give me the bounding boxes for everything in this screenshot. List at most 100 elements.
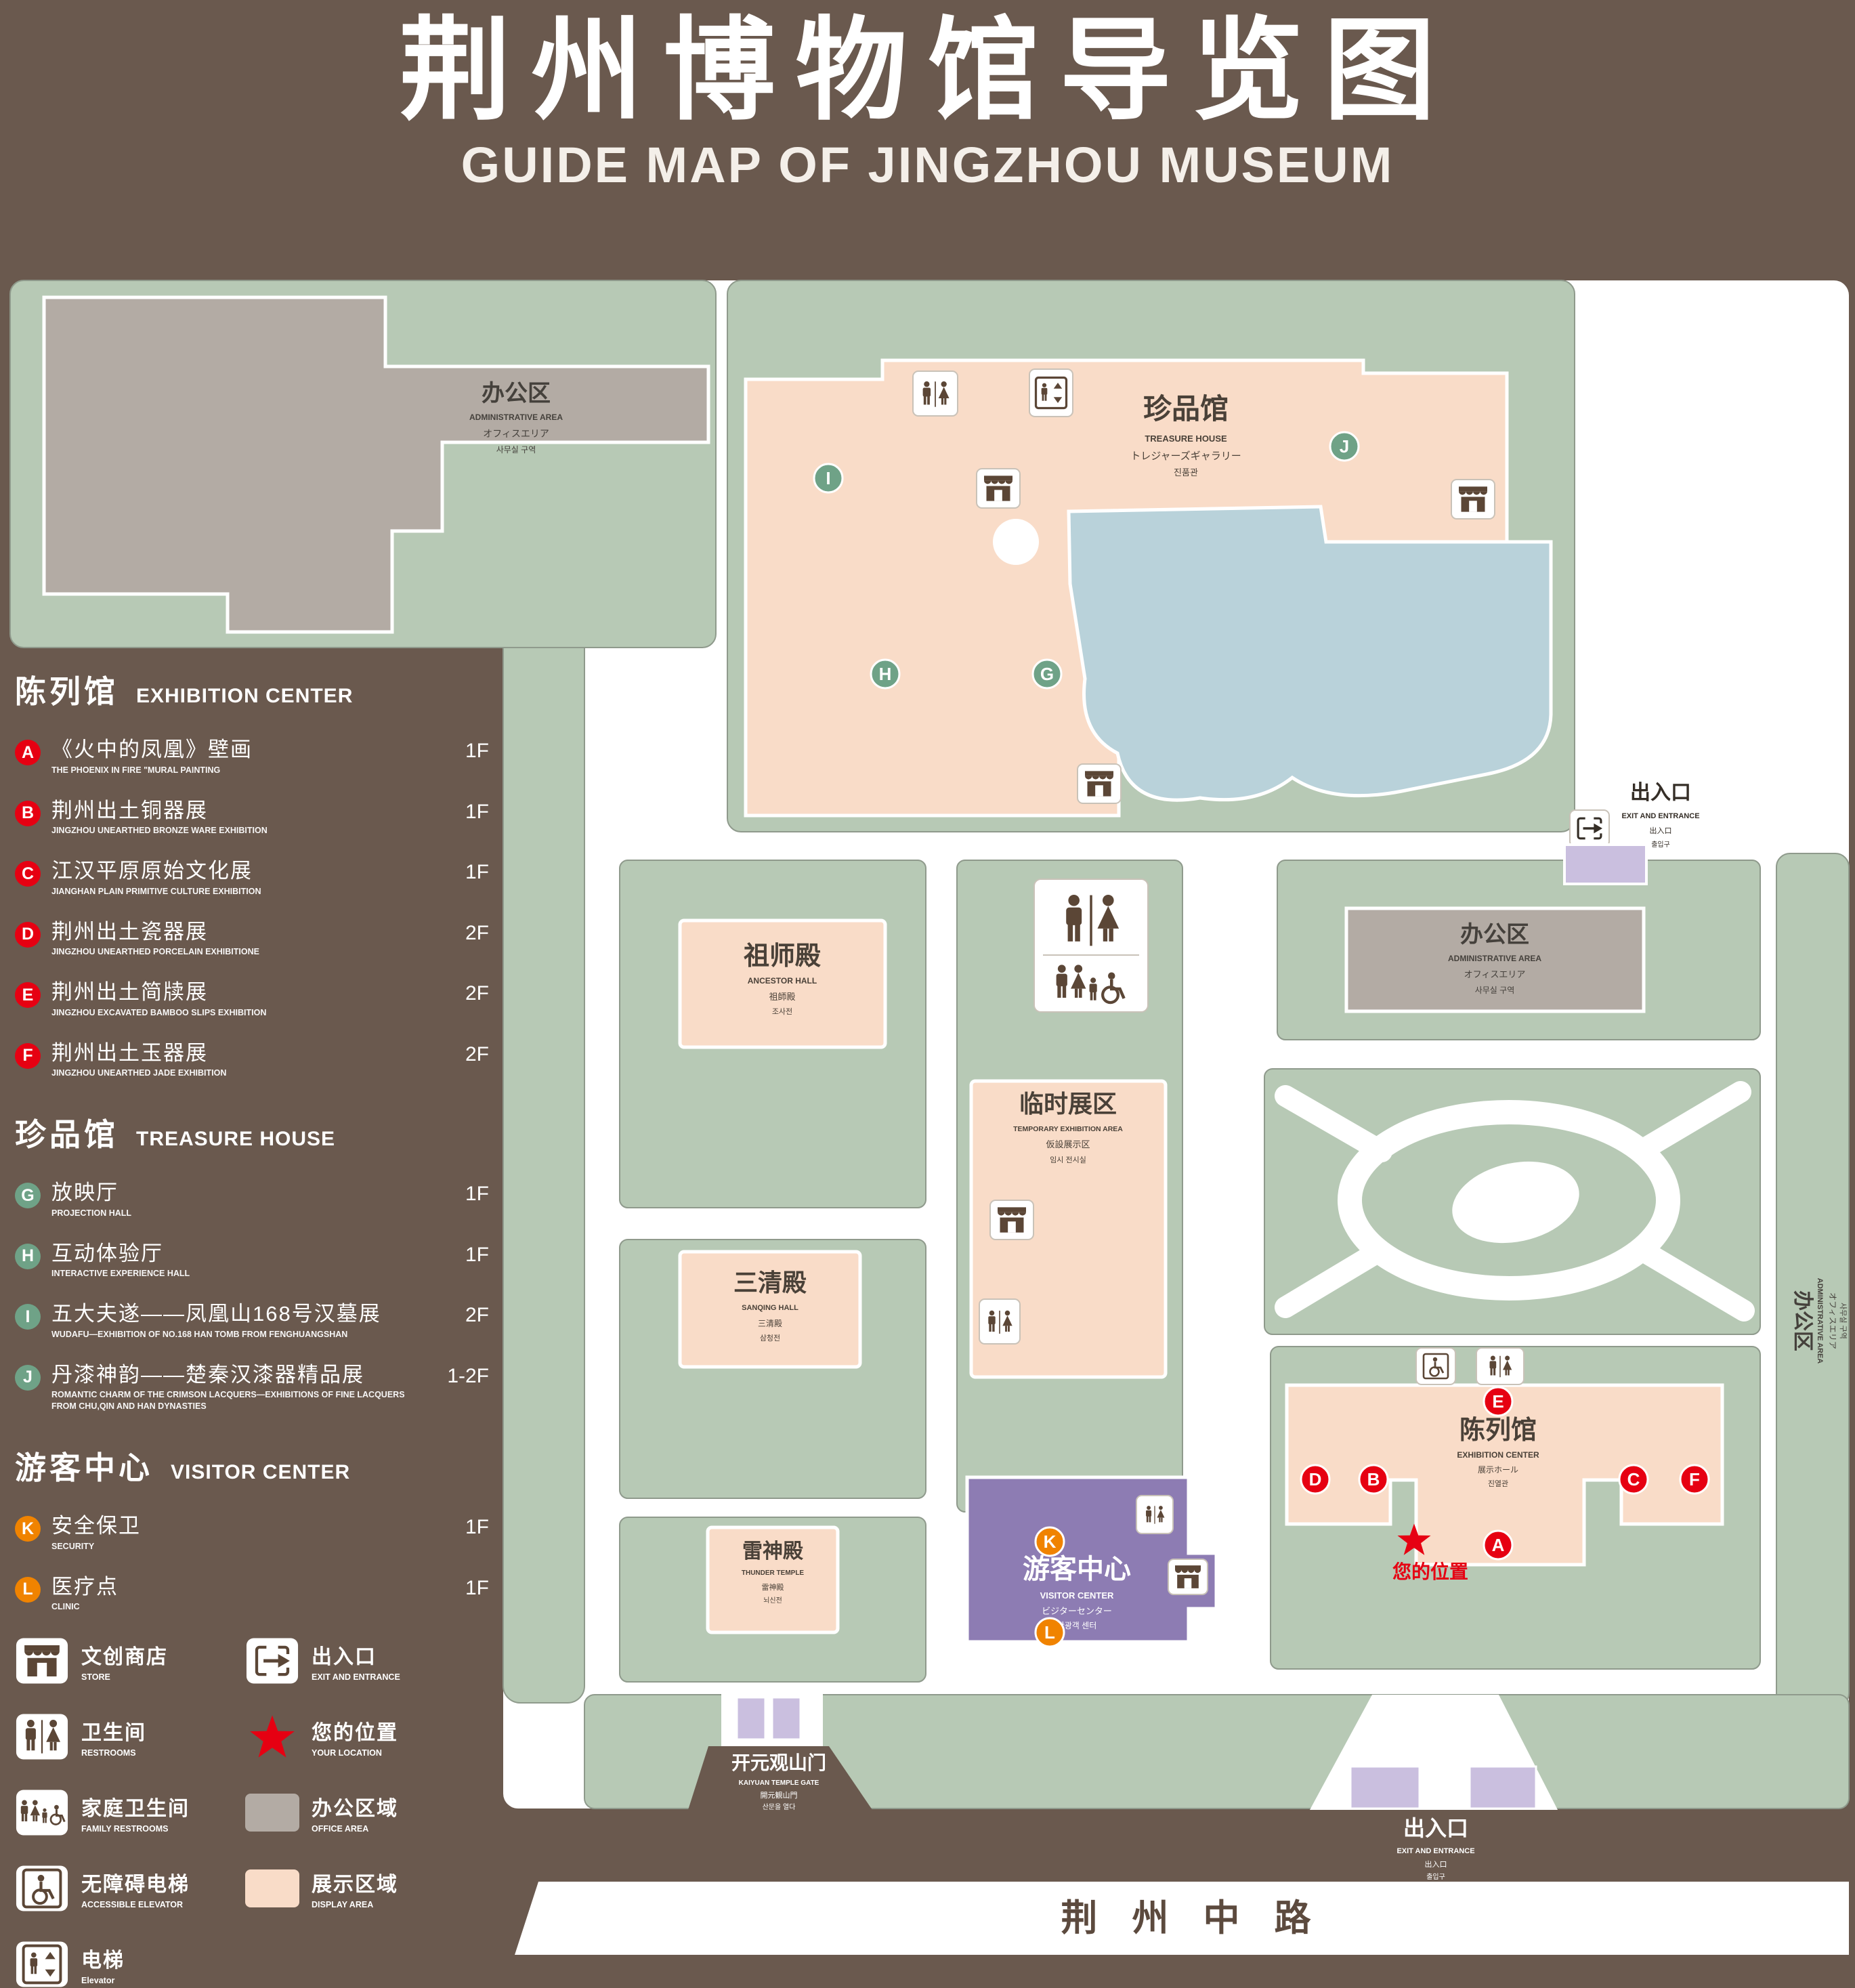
ancestor-hall-label-ko: 조사전: [772, 1007, 792, 1016]
marker-letter: H: [879, 664, 892, 684]
legend-label-en: YOUR LOCATION: [312, 1748, 382, 1758]
treasure-house-label-ja: トレジャーズギャラリー: [1130, 450, 1241, 462]
gate-tower-west: [735, 1696, 767, 1741]
item-name-cn: 医疗点: [51, 1574, 119, 1599]
legend-label-cn: 您的位置: [312, 1722, 398, 1745]
gate-passage: [688, 1746, 872, 1810]
exit-south-gatehouse-west: [1349, 1765, 1421, 1810]
marker-circle: [1483, 1386, 1514, 1417]
legend-label-en: Elevator: [81, 1976, 115, 1986]
thunder-temple-building: [706, 1525, 840, 1634]
marker-badge: B: [15, 800, 41, 826]
item-name-cn: 荆州出土瓷器展: [51, 919, 208, 944]
icon-box: [1029, 368, 1073, 417]
admin-mid-area: 办公区 ADMINISTRATIVE AREA オフィスエリア 사무실 구역: [1344, 906, 1646, 1013]
sanqing-hall-area: 三清殿 SANQING HALL 三清殿 삼청전: [678, 1250, 862, 1369]
marker-d: D: [1300, 1464, 1331, 1495]
legend-label-cn: 办公区域: [312, 1798, 398, 1821]
item-name-cn: 《火中的凤凰》壁画: [51, 738, 253, 761]
ancestor-hall-area: 祖师殿 ANCESTOR HALL 祖師殿 조사전: [678, 918, 887, 1049]
marker-letter: G: [1040, 664, 1054, 684]
marker-e: E: [1483, 1386, 1514, 1417]
marker-c: C: [1618, 1464, 1649, 1495]
page-title: 荆州博物馆导览图: [399, 8, 1456, 133]
legend-label-en: FAMILY RESTROOMS: [81, 1824, 169, 1834]
temporary-label-ko: 임시 전시실: [1050, 1156, 1086, 1164]
marker-badge: D: [15, 921, 41, 948]
treasure-store-east: [1451, 479, 1495, 520]
treasure-store-west: [976, 468, 1021, 509]
item-name-en: THE PHOENIX IN FIRE "MURAL PAINTING: [51, 765, 221, 775]
legend-elevator: 电梯 Elevator: [15, 1941, 233, 1988]
visitor-label-ja: ビジターセンター: [1042, 1606, 1112, 1616]
garden-path-ne: [1635, 1081, 1751, 1159]
list-item-l: L 医疗点 CLINIC 1F: [15, 1575, 489, 1613]
thunder-temple-area: 雷神殿 THUNDER TEMPLE 雷神殿 뇌신전: [706, 1525, 840, 1634]
legend-label-cn: 电梯: [81, 1949, 125, 1972]
marker-circle: [1483, 1529, 1514, 1561]
marker-i: I: [813, 463, 844, 494]
marker-circle: [870, 658, 901, 690]
header: 荆州博物馆导览图 GUIDE MAP OF JINGZHOU MUSEUM: [0, 12, 1855, 194]
item-name-en: SECURITY: [51, 1541, 95, 1551]
exhibition-label-ko: 진열관: [1488, 1479, 1508, 1488]
legend-sidebar: 陈列馆 EXHIBITION CENTER A 《火中的凤凰》壁画 THE PH…: [15, 667, 489, 1988]
thunder-label-ja: 雷神殿: [762, 1582, 784, 1592]
exit-icon: [246, 1638, 299, 1684]
plaza-circle: [993, 519, 1039, 565]
exhibition-restroom: [1476, 1347, 1524, 1385]
admin-nw-label-cn: 办公区: [482, 381, 551, 406]
gate-label-ja: 開元観山門: [761, 1790, 798, 1800]
store-icon: [998, 1207, 1026, 1233]
exit-south-area: 出入口 EXIT AND ENTRANCE 出入口 출입구: [1310, 1695, 1558, 1881]
exit-south-label-ko: 출입구: [1426, 1872, 1445, 1881]
store-icon: [1085, 771, 1113, 797]
sanqing-label-en: SANQING HALL: [742, 1304, 798, 1312]
admin-mid-label-ko: 사무실 구역: [1475, 986, 1515, 995]
marker-b: B: [1358, 1464, 1389, 1495]
item-name-cn: 丹漆神韵——楚秦汉漆器精品展: [51, 1362, 364, 1387]
visitor-store: [1168, 1559, 1208, 1595]
elevator-icon: [16, 1941, 68, 1987]
sanqing-label-ja: 三清殿: [758, 1319, 782, 1328]
sanqing-hall-building: [678, 1250, 862, 1369]
marker-a: A: [1483, 1529, 1514, 1561]
marker-letter: D: [1309, 1469, 1322, 1489]
visitor-restroom: [1136, 1495, 1174, 1534]
temporary-restroom: [979, 1298, 1021, 1345]
exhibition-label-cn: 陈列馆: [1459, 1416, 1537, 1445]
item-floor: 1-2F: [447, 1364, 489, 1387]
marker-badge: E: [15, 982, 41, 1009]
marker-letter: E: [1492, 1391, 1504, 1412]
office-area-swatch: [245, 1794, 299, 1832]
marker-letter: C: [1627, 1469, 1640, 1489]
temporary-label-cn: 临时展区: [1019, 1090, 1117, 1118]
visitor-label-ko: 관광객 센터: [1057, 1621, 1097, 1630]
exit-south-label-en: EXIT AND ENTRANCE: [1396, 1847, 1474, 1855]
admin-nw-label-ja: オフィスエリア: [483, 428, 549, 439]
gate-label-cn: 开元观山门: [731, 1752, 826, 1773]
list-item-f: F 荆州出土玉器展 JINGZHOU UNEARTHED JADE EXHIBI…: [15, 1041, 489, 1080]
admin-nw-label-ko: 사무실 구역: [496, 445, 536, 454]
kaiyuan-gate-area: 开元观山门 KAIYUAN TEMPLE GATE 開元観山門 산문을 열다: [688, 1692, 872, 1811]
item-name-en: JINGZHOU UNEARTHED JADE EXHIBITION: [51, 1068, 227, 1078]
lake: [1067, 505, 1553, 802]
list-item-e: E 荆州出土简牍展 JINGZHOU EXCAVATED BAMBOO SLIP…: [15, 980, 489, 1019]
marker-badge: J: [15, 1364, 41, 1391]
legend-label-en: ACCESSIBLE ELEVATOR: [81, 1900, 184, 1910]
admin-mid-building: [1344, 906, 1646, 1013]
exhibition-label-en: EXHIBITION CENTER: [1457, 1450, 1539, 1460]
admin-mid-label-en: ADMINISTRATIVE AREA: [1448, 954, 1541, 963]
display-area-swatch: [245, 1869, 299, 1908]
visitor-center-area: 游客中心 VISITOR CENTER ビジターセンター 관광객 센터: [965, 1475, 1218, 1644]
list-item-b: B 荆州出土铜器展 JINGZHOU UNEARTHED BRONZE WARE…: [15, 799, 489, 837]
legend-label-en: RESTROOMS: [81, 1748, 136, 1758]
legend-label-cn: 展示区域: [312, 1874, 398, 1897]
section-title-cn: 珍品馆: [15, 1117, 119, 1153]
marker-badge: A: [15, 740, 41, 765]
item-name-en: JINGZHOU EXCAVATED BAMBOO SLIPS EXHIBITI…: [51, 1007, 267, 1017]
marker-circle: [1031, 658, 1063, 690]
legend-label-en: EXIT AND ENTRANCE: [312, 1672, 400, 1683]
